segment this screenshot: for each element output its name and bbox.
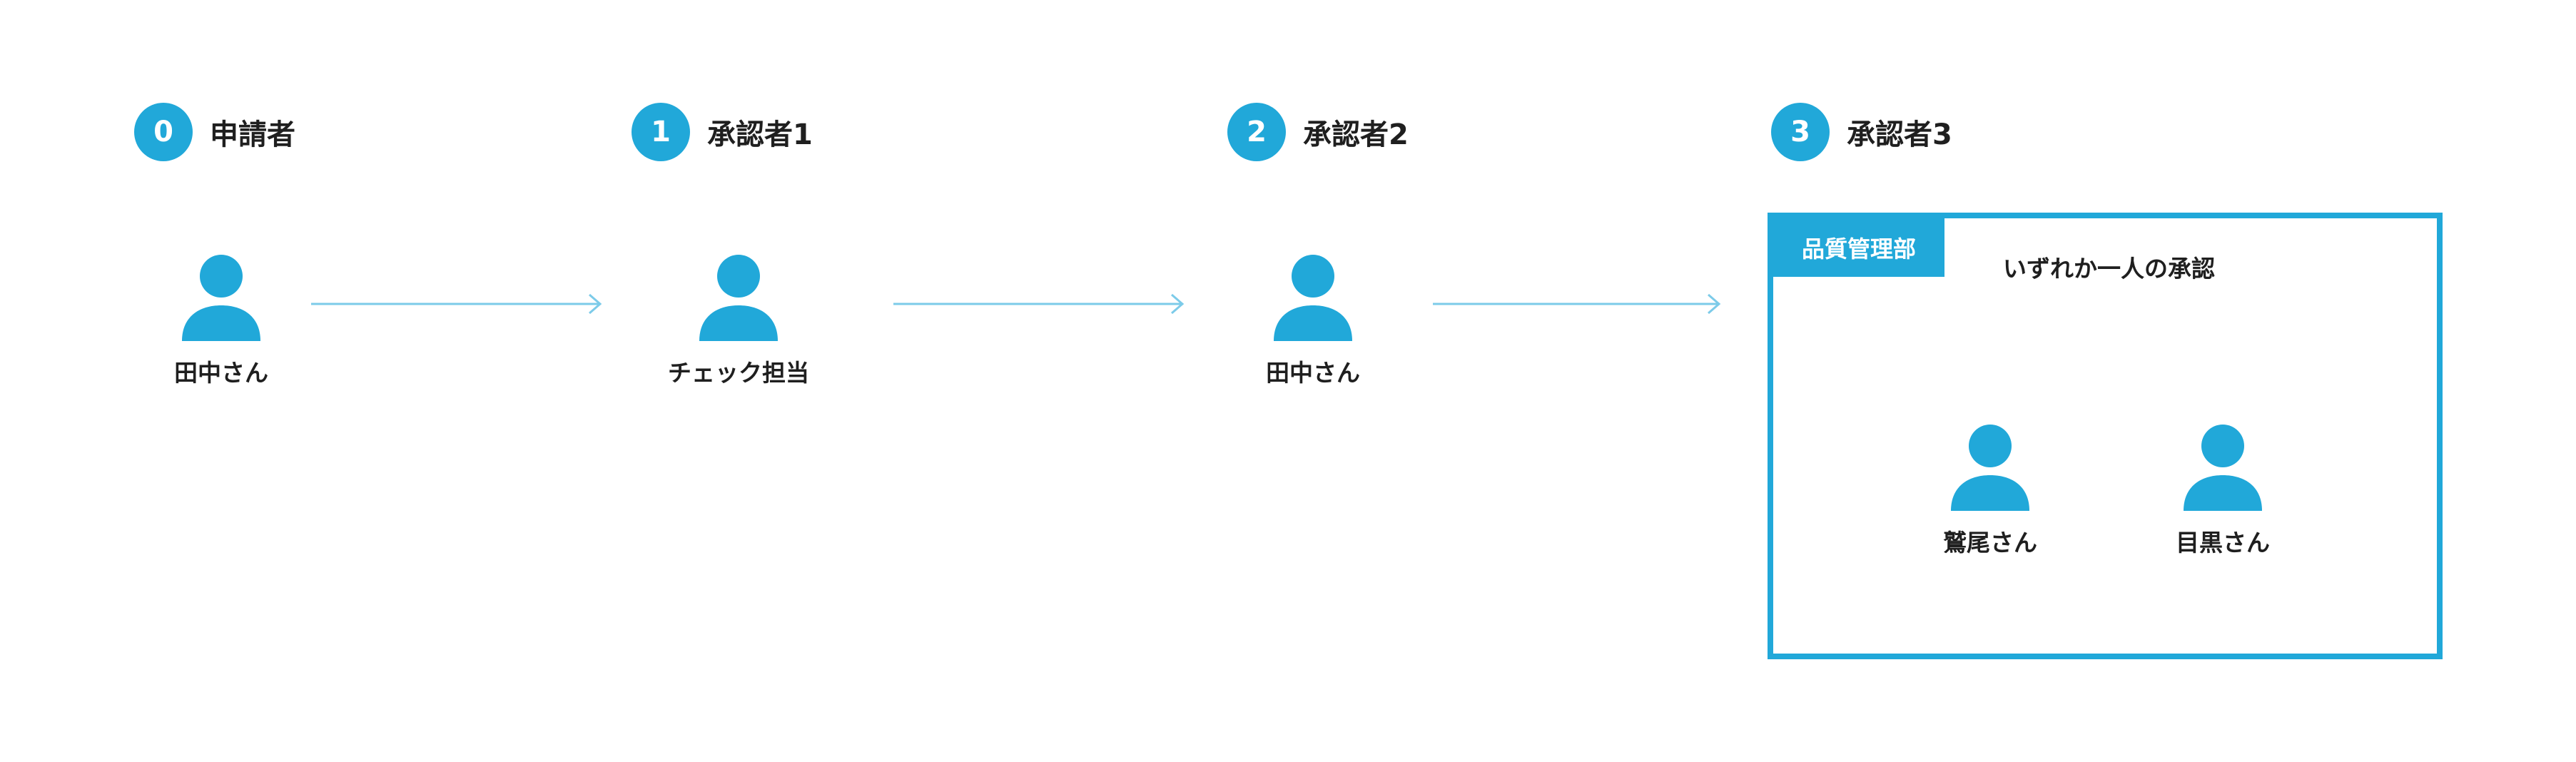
group-member-1: 鷲尾さん <box>1883 424 2097 558</box>
step-title: 承認者2 <box>1303 118 1409 151</box>
flow-arrow-2 <box>893 293 1186 315</box>
step-title: 申請者 <box>210 118 295 151</box>
step-number-badge: 3 <box>1771 103 1830 161</box>
person-name: 田中さん <box>174 359 268 387</box>
step-header-applicant: 0 申請者 <box>134 103 295 161</box>
step-header-approver-1: 1 承認者1 <box>632 103 813 161</box>
group-member-2: 目黒さん <box>2116 424 2330 558</box>
person-name: 鷲尾さん <box>1943 529 2037 557</box>
person-approver-2: 田中さん <box>1206 254 1420 388</box>
flow-arrow-1 <box>311 293 604 315</box>
step-header-approver-2: 2 承認者2 <box>1227 103 1409 161</box>
person-icon <box>2184 425 2262 511</box>
person-name: 田中さん <box>1266 359 1360 387</box>
person-approver-1: チェック担当 <box>632 254 846 388</box>
person-icon <box>1951 425 2029 511</box>
person-icon <box>182 255 260 341</box>
person-applicant: 田中さん <box>114 254 328 388</box>
person-icon <box>1274 255 1352 341</box>
person-name: 目黒さん <box>2176 529 2270 557</box>
arrow-right-icon <box>311 293 602 315</box>
step-number-badge: 1 <box>632 103 690 161</box>
person-name: チェック担当 <box>668 359 809 387</box>
department-tag: 品質管理部 <box>1773 218 1944 277</box>
arrow-right-icon <box>893 293 1185 315</box>
step-number-badge: 0 <box>134 103 193 161</box>
person-icon <box>699 255 778 341</box>
step-title: 承認者3 <box>1847 118 1952 151</box>
approver-group-box: 品質管理部 いずれか一人の承認 <box>1768 213 2443 659</box>
flow-arrow-3 <box>1433 293 1723 315</box>
step-number-badge: 2 <box>1227 103 1286 161</box>
arrow-right-icon <box>1433 293 1721 315</box>
approval-rule-note: いずれか一人の承認 <box>2003 255 2215 283</box>
step-header-approver-3: 3 承認者3 <box>1771 103 1952 161</box>
step-title: 承認者1 <box>707 118 813 151</box>
